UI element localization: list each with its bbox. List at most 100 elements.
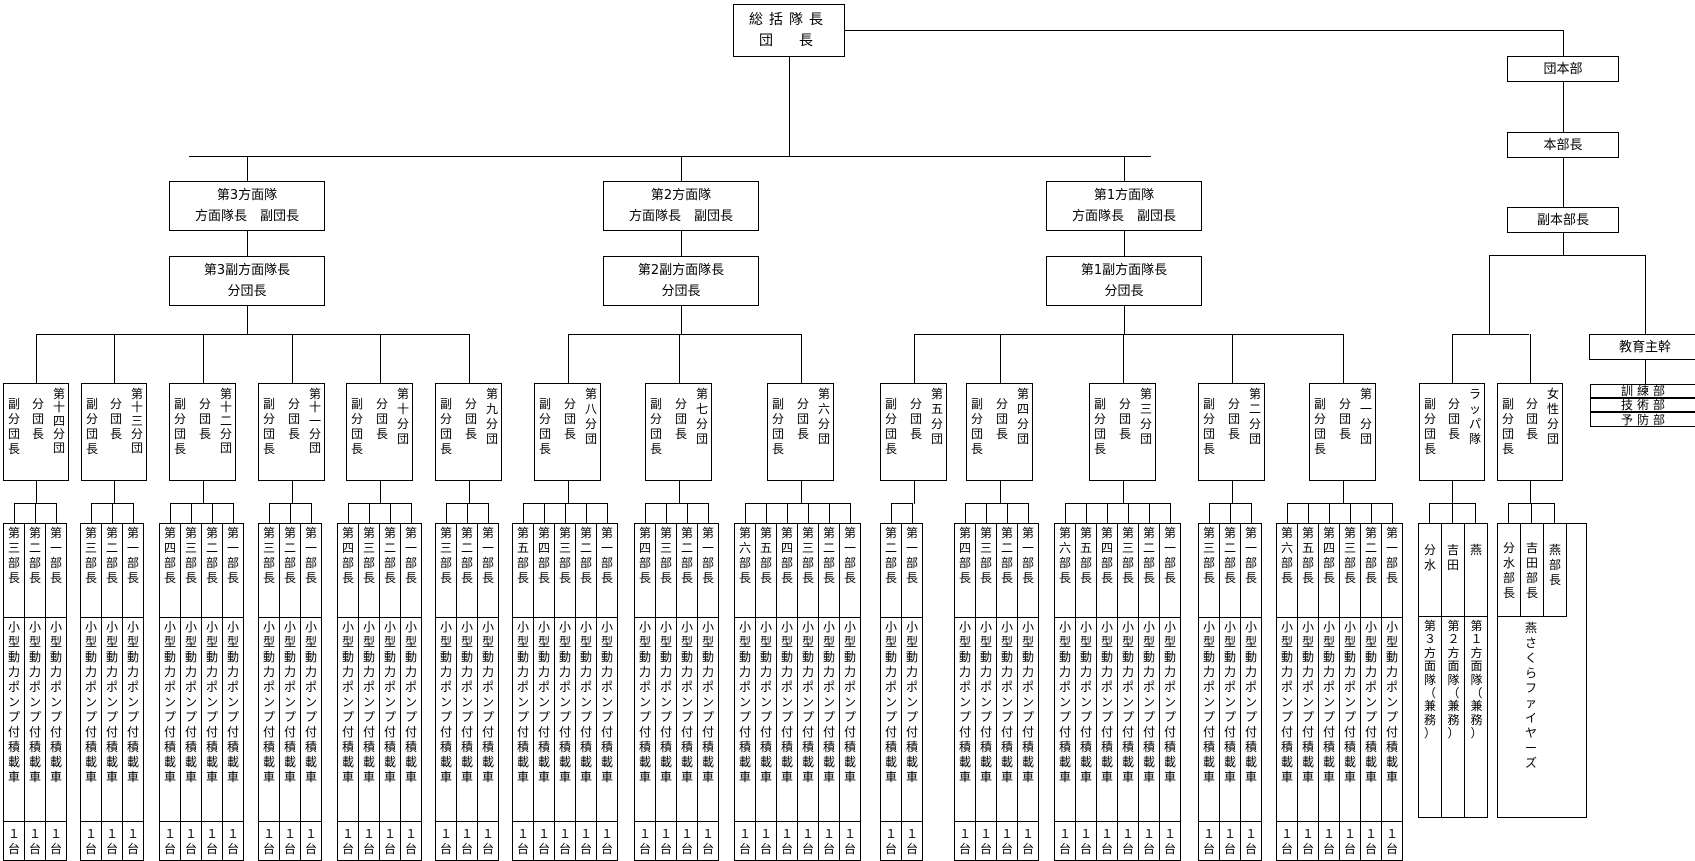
sub-homen-box-0-text: 分団長 [227,283,267,299]
vehicle-cell: 小型動力ポンプ付積載車 [1198,617,1220,822]
vehicle-cell: 小型動力ポンプ付積載車 [1339,617,1361,822]
josei-unit-head: 分水部長 [1497,523,1521,617]
bu-leader-cell: 第五部長 [1075,523,1097,618]
vehicle-cell: 小型動力ポンプ付積載車 [1219,617,1241,822]
connector-line [1123,334,1124,384]
connector-line [114,481,115,504]
honbucho-box: 本部長 [1507,132,1619,158]
bundancho-label: 分団長 [110,397,123,441]
section-box-0-text: 訓練部 [1620,384,1669,398]
fuku-bundancho-label: 副分団長 [885,397,898,456]
bu-leader-text: 第六部長 [738,526,751,585]
connector-line [114,334,115,384]
vehicle-cell: 小型動力ポンプ付積載車 [575,617,597,822]
bu-leader-cell: 第五部長 [512,523,534,618]
connector-line [1530,334,1531,384]
connector-line [679,334,680,384]
vehicle-cell: 小型動力ポンプ付積載車 [533,617,555,822]
homen-box-1-text: 第2方面隊 [650,188,712,204]
bundan-name: 第十四分団 [53,387,66,455]
vehicle-cell: 小型動力ポンプ付積載車 [122,617,144,822]
bu-leader-cell: 第一部長 [400,523,422,618]
bu-leader-text: 第三部長 [439,526,452,585]
vehicle-cell: 小型動力ポンプ付積載車 [279,617,301,822]
connector-line [1392,503,1393,524]
vehicle-text: 小型動力ポンプ付積載車 [383,620,396,784]
connector-line [348,503,412,504]
connector-line [645,503,709,504]
sub-homen-box-0-text: 第3副方面隊長 [203,263,291,279]
connector-line [607,503,608,524]
bu-leader-text: 第二部長 [884,526,897,585]
connector-line [914,334,915,384]
connector-line [1563,158,1564,208]
bu-leader-text: 第四部長 [1100,526,1113,585]
connector-line [1645,360,1646,385]
josei-unit-body: 燕さくらファイヤーズ [1525,622,1537,772]
connector-line [1371,503,1372,524]
connector-line [233,503,234,524]
connector-line [1508,503,1509,524]
bu-leader-text: 第一部長 [600,526,613,585]
homen-box-0-text: 方面隊長 副団長 [194,208,299,224]
vehicle-text: 小型動力ポンプ付積載車 [1343,620,1356,784]
connector-line [801,481,802,504]
bundan-name: 第四分団 [1017,387,1030,446]
connector-line [679,481,680,504]
connector-line [1000,334,1001,384]
connector-line [1251,503,1252,524]
connector-line [808,503,809,524]
rappa-unit-head-text: 吉田 [1446,543,1459,572]
rappa-unit-head: 吉田 [1441,523,1465,617]
connector-line [1563,233,1564,256]
bundan-name: 第十三分団 [131,387,144,455]
connector-line [766,503,767,524]
josei-unit-head-text: 燕部長 [1548,543,1561,587]
bu-leader-cell: 第二部長 [456,523,478,618]
bu-leader-text: 第二部長 [205,526,218,585]
rappa-unit-head: 燕 [1464,523,1488,617]
bu-leader-cell: 第一部長 [122,523,144,618]
connector-line [1287,503,1288,524]
connector-line [369,503,370,524]
fuku-bundancho-label: 副分団長 [650,397,663,456]
bu-leader-text: 第一部長 [701,526,714,585]
connector-line [203,334,204,384]
bu-leader-cell: 第二部長 [818,523,840,618]
connector-line [687,503,688,524]
bu-leader-text: 第二部長 [28,526,41,585]
bu-leader-text: 第四部長 [163,526,176,585]
connector-line [1475,503,1476,524]
connector-line [523,503,524,524]
bu-leader-cell: 第二部長 [880,523,902,618]
bu-leader-text: 第四部長 [537,526,550,585]
vehicle-text: 小型動力ポンプ付積載車 [1021,620,1034,784]
bu-leader-cell: 第四部長 [634,523,656,618]
connector-line [1489,255,1646,256]
connector-line [380,334,381,384]
vehicle-text: 小型動力ポンプ付積載車 [341,620,354,784]
bu-leader-cell: 第二部長 [1138,523,1160,618]
vehicle-cell: 小型動力ポンプ付積載車 [755,617,777,822]
